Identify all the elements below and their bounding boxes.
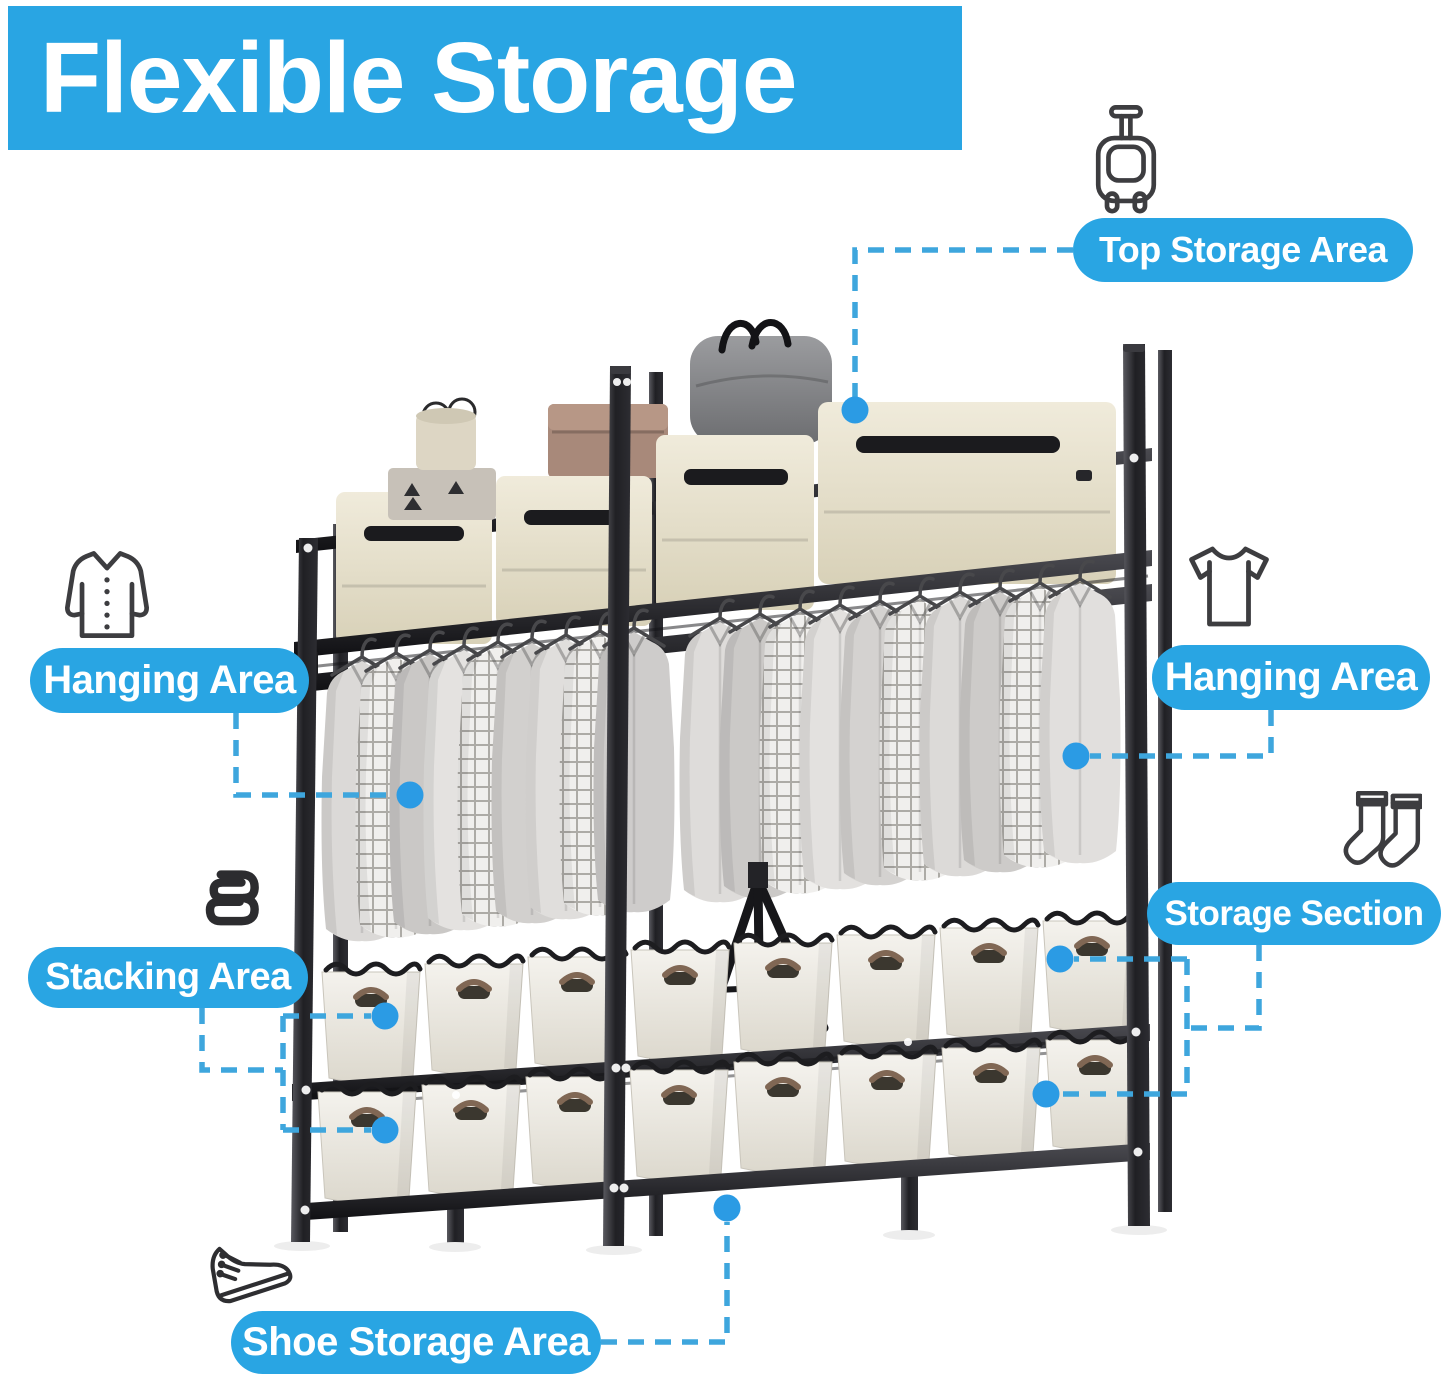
callout-label-storage-section: Storage Section <box>1147 882 1441 945</box>
stack-icon <box>186 856 280 942</box>
dot-stacking-lower <box>371 1116 399 1144</box>
sneaker-icon <box>202 1224 294 1314</box>
rivets <box>300 378 1143 1215</box>
connector-hanging-left <box>233 713 398 798</box>
brown-box <box>548 404 668 478</box>
duffel-bag <box>690 319 832 444</box>
callout-label-hanging-right: Hanging Area <box>1152 645 1430 710</box>
dot-storage-section-upper <box>1046 945 1074 973</box>
garment-rack <box>274 319 1172 1255</box>
callout-label-stacking: Stacking Area <box>28 947 308 1008</box>
dot-hanging-right <box>1062 742 1090 770</box>
rack-front-posts <box>291 344 1150 1246</box>
dot-storage-section-lower <box>1032 1080 1060 1108</box>
dot-shoe-storage <box>713 1194 741 1222</box>
connector-top-storage <box>852 247 1073 398</box>
floor-shadows <box>274 1225 1167 1255</box>
dot-stacking-upper <box>371 1002 399 1030</box>
callout-connectors <box>199 247 1274 1345</box>
callout-label-hanging-left: Hanging Area <box>30 648 309 713</box>
connector-storage-section <box>1060 945 1262 1097</box>
callout-label-top-storage: Top Storage Area <box>1073 218 1413 282</box>
dot-top-storage <box>841 396 869 424</box>
bottom-shelf-rail <box>292 1143 1150 1221</box>
dress-shirt-icon <box>60 546 154 646</box>
title-banner: Flexible Storage <box>8 6 962 150</box>
page-title: Flexible Storage <box>40 22 797 134</box>
top-shelf-items <box>336 319 1116 644</box>
hanging-shirts-right <box>680 561 1121 902</box>
luggage-icon <box>1080 103 1172 217</box>
small-box-and-cup <box>388 397 496 520</box>
tshirt-icon <box>1181 538 1277 638</box>
socks-icon <box>1336 786 1422 878</box>
connector-shoe-storage <box>601 1222 730 1345</box>
connector-hanging-right <box>1090 710 1274 759</box>
dot-hanging-left <box>396 781 424 809</box>
callout-label-shoe-storage: Shoe Storage Area <box>231 1311 601 1374</box>
connector-stacking <box>199 1008 371 1133</box>
